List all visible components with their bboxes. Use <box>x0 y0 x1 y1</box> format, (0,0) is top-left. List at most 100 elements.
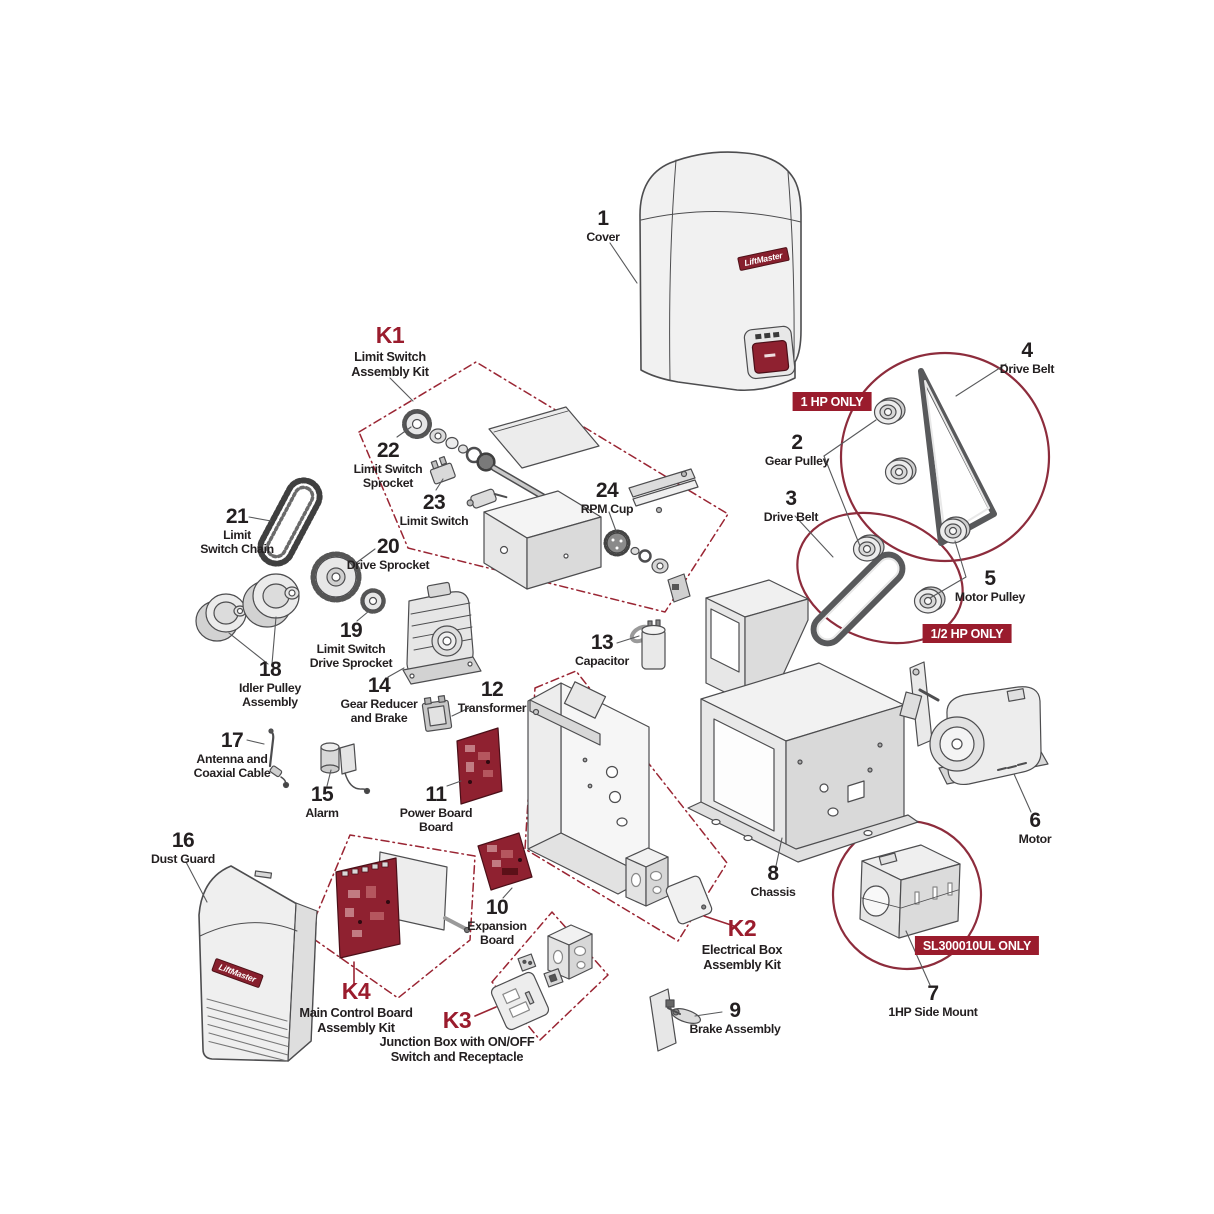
part-name: Transformer <box>457 701 527 715</box>
part-number: 22 <box>376 439 400 462</box>
part-number: 21 <box>225 505 249 528</box>
part-name: Power Board Board <box>399 806 473 834</box>
power-board-drawing <box>456 727 503 805</box>
leader-lines <box>185 242 1032 1017</box>
gear-pulley-1hp <box>873 397 906 425</box>
limit-switch-kit-parts <box>402 406 699 603</box>
motor-pulley-1hp <box>938 516 971 544</box>
main-control-board-drawing <box>335 851 471 959</box>
part-number: 4 <box>1021 339 1033 362</box>
part-number: 23 <box>422 491 446 514</box>
electrical-box-drawing <box>527 681 713 925</box>
part-number: 12 <box>480 678 504 701</box>
pulleys-and-belts <box>810 368 997 647</box>
part-number: 16 <box>171 829 195 852</box>
gear-reducer-drawing <box>402 581 482 685</box>
capacitor-drawing <box>629 619 666 670</box>
part-number: 2 <box>791 431 803 454</box>
antenna-drawing <box>268 728 290 789</box>
badge-half-hp-only: 1/2 HP ONLY <box>922 624 1012 643</box>
part-number: 13 <box>590 631 614 654</box>
part-name: Capacitor <box>574 654 630 668</box>
part-number: 14 <box>367 674 391 697</box>
part-name: Expansion Board <box>467 919 527 947</box>
limit-switch-chain-drawing <box>257 477 323 567</box>
gear-pulley-half-hp <box>852 534 885 562</box>
part-name: Drive Belt <box>763 510 819 524</box>
brake-assembly-drawing <box>649 988 701 1052</box>
part-number: 5 <box>984 567 996 590</box>
kit-id: K2 <box>727 915 757 941</box>
part-name: Antenna and Coaxial Cable <box>193 752 271 780</box>
part-name: Idler Pulley Assembly <box>238 681 301 709</box>
cover-drawing <box>639 151 802 392</box>
part-name: Brake Assembly <box>689 1022 781 1036</box>
limit-switch-drive-sprocket-drawing <box>360 588 386 614</box>
part-number: 8 <box>767 862 779 885</box>
kit-id: K3 <box>442 1007 472 1033</box>
kit-id: K1 <box>375 322 405 348</box>
transformer-drawing <box>421 695 453 732</box>
part-name: Limit Switch Drive Sprocket <box>309 642 393 670</box>
part-name: 1HP Side Mount <box>888 1005 978 1019</box>
part-number: 11 <box>425 783 447 806</box>
part-number: 10 <box>485 896 509 919</box>
dust-guard-drawing <box>198 865 318 1062</box>
part-name: Drive Sprocket <box>346 558 430 572</box>
part-number: 19 <box>339 619 363 642</box>
part-name: Gear Reducer and Brake <box>340 697 418 725</box>
kit-name: Main Control Board Assembly Kit <box>299 1005 413 1035</box>
part-name: RPM Cup <box>580 502 634 516</box>
part-name: Motor Pulley <box>954 590 1026 604</box>
badge-sl300010ul-only: SL300010UL ONLY <box>914 936 1040 955</box>
badge-1hp-only: 1 HP ONLY <box>792 392 872 411</box>
part-name: Limit Switch <box>399 514 469 528</box>
part-name: Limit Switch Chain <box>200 528 274 556</box>
expansion-board-drawing <box>477 832 533 891</box>
part-name: Alarm <box>305 806 339 820</box>
part-name: Gear Pulley <box>764 454 830 468</box>
part-number: 1 <box>597 207 609 230</box>
part-number: 3 <box>785 487 797 510</box>
kit-name: Junction Box with ON/OFF Switch and Rece… <box>379 1034 535 1064</box>
chassis-drawing <box>687 579 919 863</box>
part-number: 15 <box>310 783 334 806</box>
junction-box-drawing <box>490 924 593 1031</box>
part-name: Dust Guard <box>151 852 215 866</box>
kit-id: K4 <box>341 978 371 1004</box>
part-number: 18 <box>258 658 282 681</box>
part-name: Chassis <box>750 885 796 899</box>
part-number: 7 <box>927 982 939 1005</box>
part-number: 17 <box>220 729 244 752</box>
drive-sprocket-drawing <box>310 551 362 603</box>
motor-bracket-drawing <box>899 661 940 747</box>
motor-drawing <box>929 686 1049 786</box>
